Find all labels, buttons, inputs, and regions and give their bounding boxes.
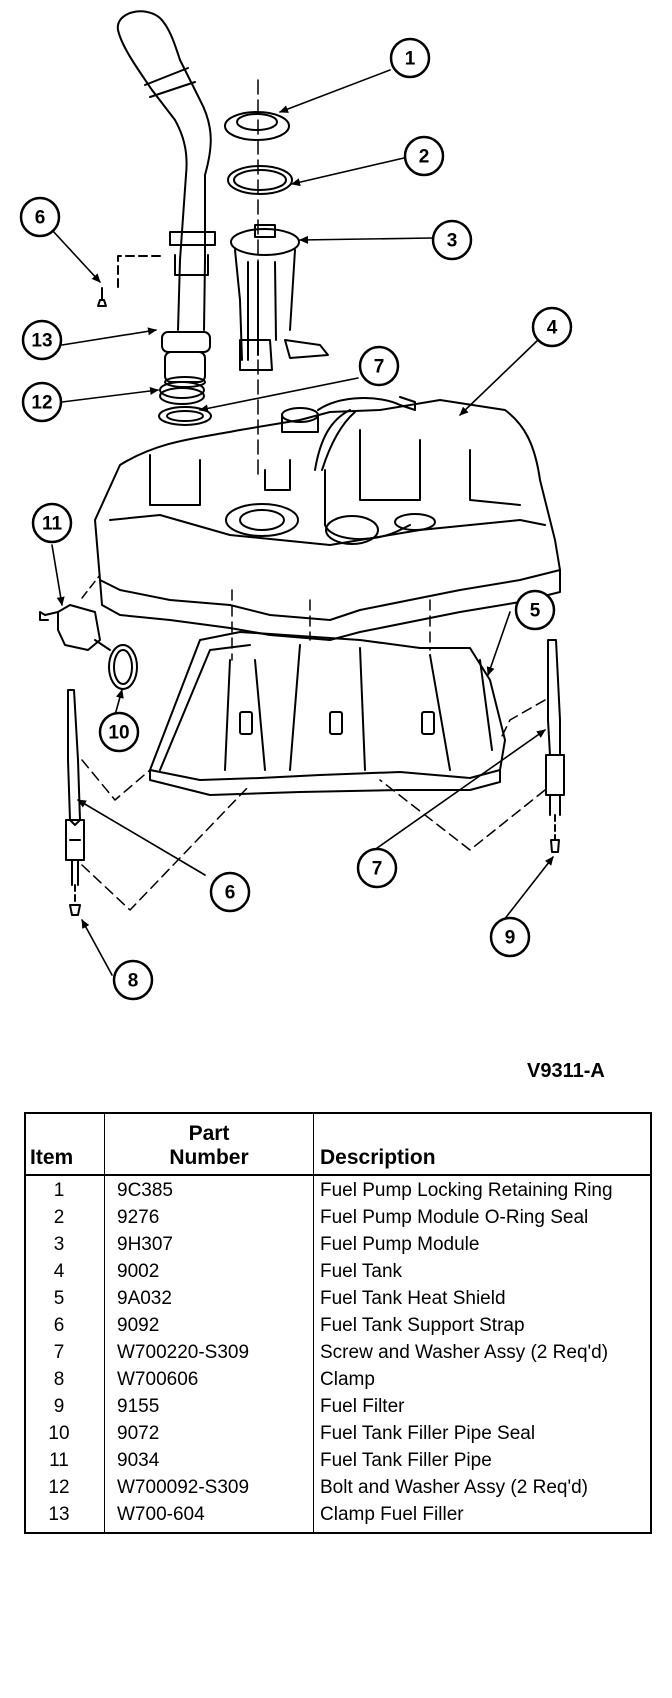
part-cell: W700220-S309 (104, 1343, 314, 1370)
callout-13: 13 (31, 331, 52, 352)
part-cell: 9002 (104, 1262, 314, 1289)
support-strap-left (65, 689, 251, 916)
description-cell: Fuel Tank Heat Shield (313, 1289, 652, 1316)
item-cell: 3 (24, 1235, 105, 1262)
figure-code: V9311-A (527, 1060, 605, 1082)
description-cell: Fuel Tank (313, 1262, 652, 1289)
item-cell: 9 (24, 1397, 105, 1424)
item-cell: 1 (24, 1175, 105, 1208)
fuel-tank-exploded-diagram: 1 2 3 4 5 6 7 8 9 10 11 12 13 6 7 (19, 10, 573, 1001)
callout-14: 6 (35, 208, 46, 229)
part-cell: 9C385 (104, 1175, 314, 1208)
callout-bubbles (19, 37, 573, 1001)
o-ring-seal (227, 165, 293, 195)
callout-9: 9 (505, 928, 516, 949)
item-cell: 6 (24, 1316, 105, 1343)
item-cell: 2 (24, 1208, 105, 1235)
description-cell: Fuel Pump Module (313, 1235, 652, 1262)
callout-15: 7 (374, 357, 385, 378)
callout-1: 1 (405, 49, 416, 70)
part-header-line2: Number (169, 1146, 249, 1169)
callout-7: 7 (372, 859, 383, 880)
callout-6: 6 (225, 883, 236, 904)
filler-pipe-seal (159, 381, 205, 405)
description-cell: Fuel Tank Filler Pipe Seal (313, 1424, 652, 1451)
callout-4: 4 (547, 318, 558, 339)
description-cell: Fuel Pump Module O-Ring Seal (313, 1208, 652, 1235)
part-header-line1: Part (188, 1122, 230, 1145)
item-cell: 8 (24, 1370, 105, 1397)
filler-pipe (116, 10, 216, 388)
part-cell: 9155 (104, 1397, 314, 1424)
description-cell: Clamp Fuel Filler (313, 1505, 652, 1533)
description-cell: Bolt and Washer Assy (2 Req'd) (313, 1478, 652, 1505)
col-header-description: Description (313, 1113, 652, 1176)
item-cell: 10 (24, 1424, 105, 1451)
callout-5: 5 (530, 601, 541, 622)
part-cell: W700-604 (104, 1505, 314, 1533)
callout-8: 8 (128, 971, 139, 992)
fuel-pump-module (230, 224, 329, 371)
callout-3: 3 (447, 231, 458, 252)
part-cell: 9276 (104, 1208, 314, 1235)
filler-clamp (158, 406, 212, 426)
item-cell: 13 (24, 1505, 105, 1533)
part-cell: W700092-S309 (104, 1478, 314, 1505)
description-cell: Fuel Tank Filler Pipe (313, 1451, 652, 1478)
bolt-12 (97, 255, 161, 307)
locking-ring (224, 111, 290, 141)
part-cell: 9034 (104, 1451, 314, 1478)
part-cell: 9092 (104, 1316, 314, 1343)
callout-12: 12 (31, 393, 52, 414)
support-strap-right (379, 639, 565, 853)
filter-clamp (108, 644, 138, 690)
description-cell: Fuel Tank Support Strap (313, 1316, 652, 1343)
item-cell: 11 (24, 1451, 105, 1478)
callout-2: 2 (419, 147, 430, 168)
callout-11: 11 (42, 514, 63, 535)
description-cell: Fuel Filter (313, 1397, 652, 1424)
part-cell: W700606 (104, 1370, 314, 1397)
item-cell: 12 (24, 1478, 105, 1505)
fuel-filter (39, 604, 111, 651)
part-cell: 9072 (104, 1424, 314, 1451)
part-cell: 9H307 (104, 1235, 314, 1262)
col-header-item: Item (24, 1113, 105, 1176)
callout-10: 10 (108, 723, 129, 744)
item-cell: 7 (24, 1343, 105, 1370)
item-cell: 4 (24, 1262, 105, 1289)
leader-lines (51, 69, 554, 976)
description-cell: Screw and Washer Assy (2 Req'd) (313, 1343, 652, 1370)
description-cell: Fuel Pump Locking Retaining Ring (313, 1175, 652, 1208)
description-cell: Clamp (313, 1370, 652, 1397)
heat-shield (149, 631, 506, 796)
part-cell: 9A032 (104, 1289, 314, 1316)
item-cell: 5 (24, 1289, 105, 1316)
fuel-tank (94, 396, 561, 641)
